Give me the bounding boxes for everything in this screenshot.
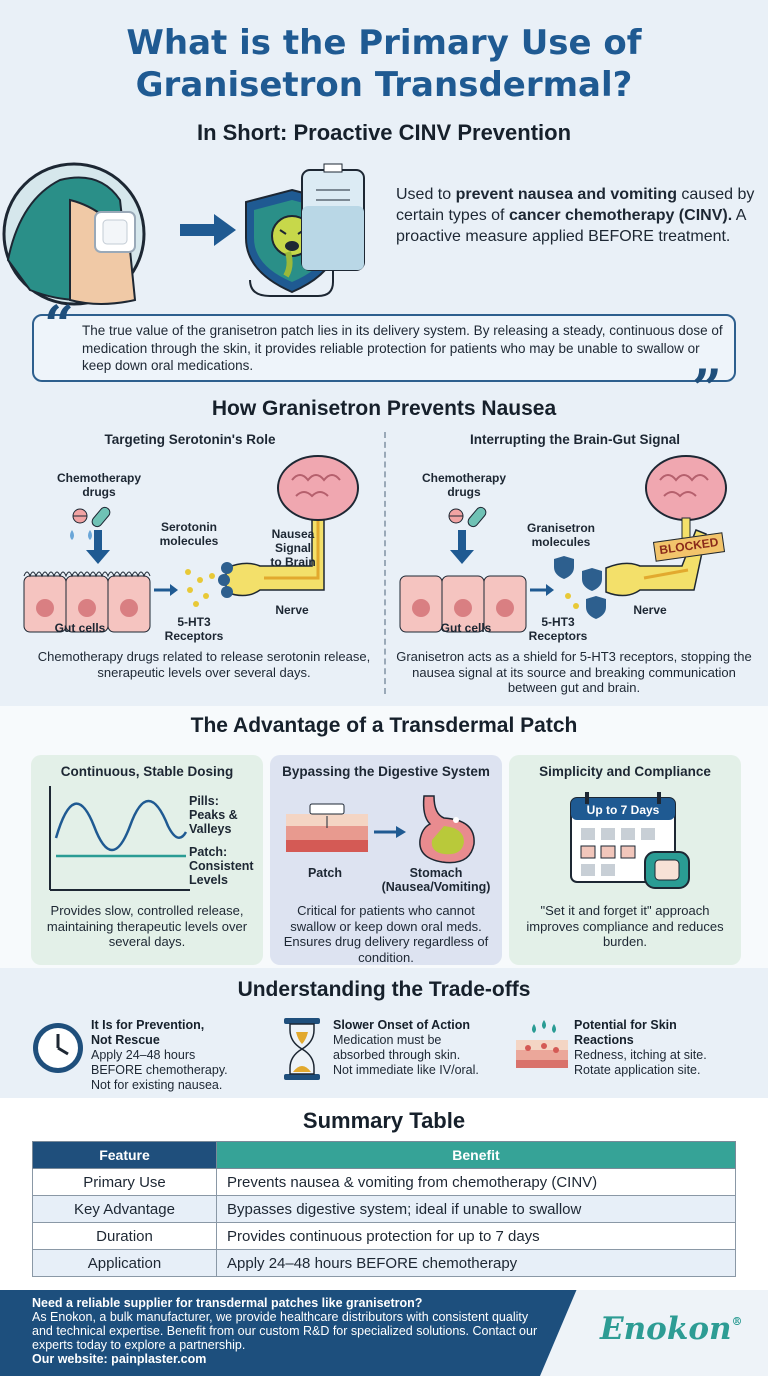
quote-box — [32, 314, 736, 382]
section-divider — [384, 432, 386, 694]
arrow-down-icon — [86, 530, 110, 564]
card-caption: Critical for patients who cannot swallow… — [283, 903, 489, 965]
nerve-label: Nerve — [275, 603, 309, 617]
skin-patch-icon — [286, 803, 368, 852]
table-row: Application Apply 24–48 hours BEFORE che… — [32, 1249, 736, 1277]
gut-cells-label: Gut cells — [54, 621, 106, 635]
table-cell-feature: Primary Use — [32, 1168, 217, 1196]
footer-text: Need a reliable supplier for transdermal… — [32, 1296, 552, 1366]
skin-reaction-icon — [516, 1020, 568, 1068]
calendar-icon — [570, 792, 690, 889]
card-caption: "Set it and forget it" approach improves… — [526, 903, 724, 949]
table-cell-benefit: Apply 24–48 hours BEFORE chemotherapy — [216, 1249, 736, 1277]
table-row: Primary Use Prevents nausea & vomiting f… — [32, 1168, 736, 1196]
table-row: Duration Provides continuous protection … — [32, 1222, 736, 1250]
page-title: What is the Primary Use of Granisetron T… — [126, 23, 642, 105]
intro-description: Used to prevent nausea and vomiting caus… — [396, 186, 755, 245]
arrow-right-icon — [374, 826, 406, 838]
stomach-icon — [419, 795, 475, 864]
clock-icon — [33, 1023, 83, 1073]
card-title: Bypassing the Digestive System — [282, 764, 490, 779]
hourglass-icon — [284, 1018, 320, 1080]
card-caption: Provides slow, controlled release, maint… — [46, 903, 248, 949]
chemo-drugs-label: Chemotherapy drugs — [56, 471, 142, 499]
nerve-label: Nerve — [633, 603, 667, 617]
chemo-drugs-label: Chemotherapy drugs — [421, 471, 507, 499]
website-link[interactable]: Our website: painplaster.com — [32, 1352, 207, 1366]
tradeoffs-heading: Understanding the Trade-offs — [237, 978, 531, 1001]
table-header-row: Feature Benefit — [32, 1141, 736, 1169]
advantage-heading: The Advantage of a Transdermal Patch — [190, 714, 578, 737]
gut-cells-label: Gut cells — [440, 621, 492, 635]
brand-logo: Enokon® — [600, 1311, 743, 1347]
brain-icon — [645, 455, 727, 539]
table-row: Key Advantage Bypasses digestive system;… — [32, 1195, 736, 1223]
granisetron-label: Granisetron molecules — [526, 521, 595, 549]
table-cell-benefit: Provides continuous protection for up to… — [216, 1222, 736, 1250]
granisetron-shields-icon — [554, 556, 606, 619]
left-panel-title: Targeting Serotonin's Role — [104, 432, 276, 447]
receptors-label: 5-HT3 Receptors — [164, 615, 224, 643]
left-panel-caption: Chemotherapy drugs related to release se… — [37, 649, 371, 680]
patch-stomach-graphic — [286, 795, 475, 864]
card-title: Continuous, Stable Dosing — [60, 764, 234, 779]
pills-icon — [70, 506, 111, 540]
receptors-label: 5-HT3 Receptors — [528, 615, 588, 643]
stomach-label: Stomach (Nausea/Vomiting) — [381, 866, 491, 894]
table-cell-feature: Key Advantage — [32, 1195, 217, 1223]
tradeoff-skin-reactions: Potential for Skin Reactions Redness, it… — [574, 1018, 707, 1077]
serotonin-diagram — [23, 455, 359, 633]
quote-text: The true value of the granisetron patch … — [82, 323, 723, 373]
table-cell-feature: Application — [32, 1249, 217, 1277]
brain-icon — [277, 455, 359, 521]
blocking-diagram — [399, 455, 727, 633]
right-panel-caption: Granisetron acts as a shield for 5-HT3 r… — [396, 649, 752, 695]
pills-icon — [448, 506, 487, 528]
gut-cells-icon — [399, 575, 527, 633]
nausea-signal-label: Nausea Signal to Brain — [270, 527, 316, 569]
serotonin-label: Serotonin molecules — [159, 520, 219, 548]
arrow-right-icon — [530, 584, 554, 596]
arrow-right-icon — [180, 214, 236, 246]
footer-brand-panel — [540, 1290, 768, 1376]
table-cell-benefit: Prevents nausea & vomiting from chemothe… — [216, 1168, 736, 1196]
table-cell-feature: Duration — [32, 1222, 217, 1250]
table-cell-benefit: Bypasses digestive system; ideal if unab… — [216, 1195, 736, 1223]
summary-table: Feature Benefit Primary Use Prevents nau… — [32, 1141, 736, 1277]
dosing-curve-graphic — [49, 786, 190, 891]
arrow-right-icon — [154, 584, 178, 596]
mechanism-heading: How Granisetron Prevents Nausea — [211, 397, 557, 420]
table-header-benefit: Benefit — [216, 1141, 736, 1169]
patch-legend: Patch: Consistent Levels — [189, 845, 254, 887]
right-panel-title: Interrupting the Brain-Gut Signal — [470, 432, 680, 447]
iv-bag-icon — [249, 163, 365, 297]
arm-patch-icon — [2, 162, 146, 306]
card-continuous-dosing — [31, 755, 263, 965]
table-header-feature: Feature — [32, 1141, 217, 1169]
page-subtitle: In Short: Proactive CINV Prevention — [196, 120, 572, 145]
patch-label: Patch — [307, 866, 343, 880]
tradeoff-prevention: It Is for Prevention, Not Rescue Apply 2… — [91, 1018, 228, 1092]
close-quote-icon: ” — [692, 359, 722, 420]
open-quote-icon: “ — [44, 295, 74, 356]
summary-heading: Summary Table — [302, 1108, 466, 1133]
gut-cells-icon — [23, 571, 151, 633]
serotonin-molecules-icon — [185, 569, 215, 607]
pills-legend: Pills: Peaks & Valleys — [189, 794, 238, 836]
calendar-label: Up to 7 Days — [586, 803, 660, 817]
tradeoff-slower-onset: Slower Onset of Action Medication must b… — [333, 1018, 479, 1077]
arrow-down-icon — [450, 530, 474, 564]
intro-illustration — [2, 162, 365, 306]
card-title: Simplicity and Compliance — [539, 764, 711, 779]
